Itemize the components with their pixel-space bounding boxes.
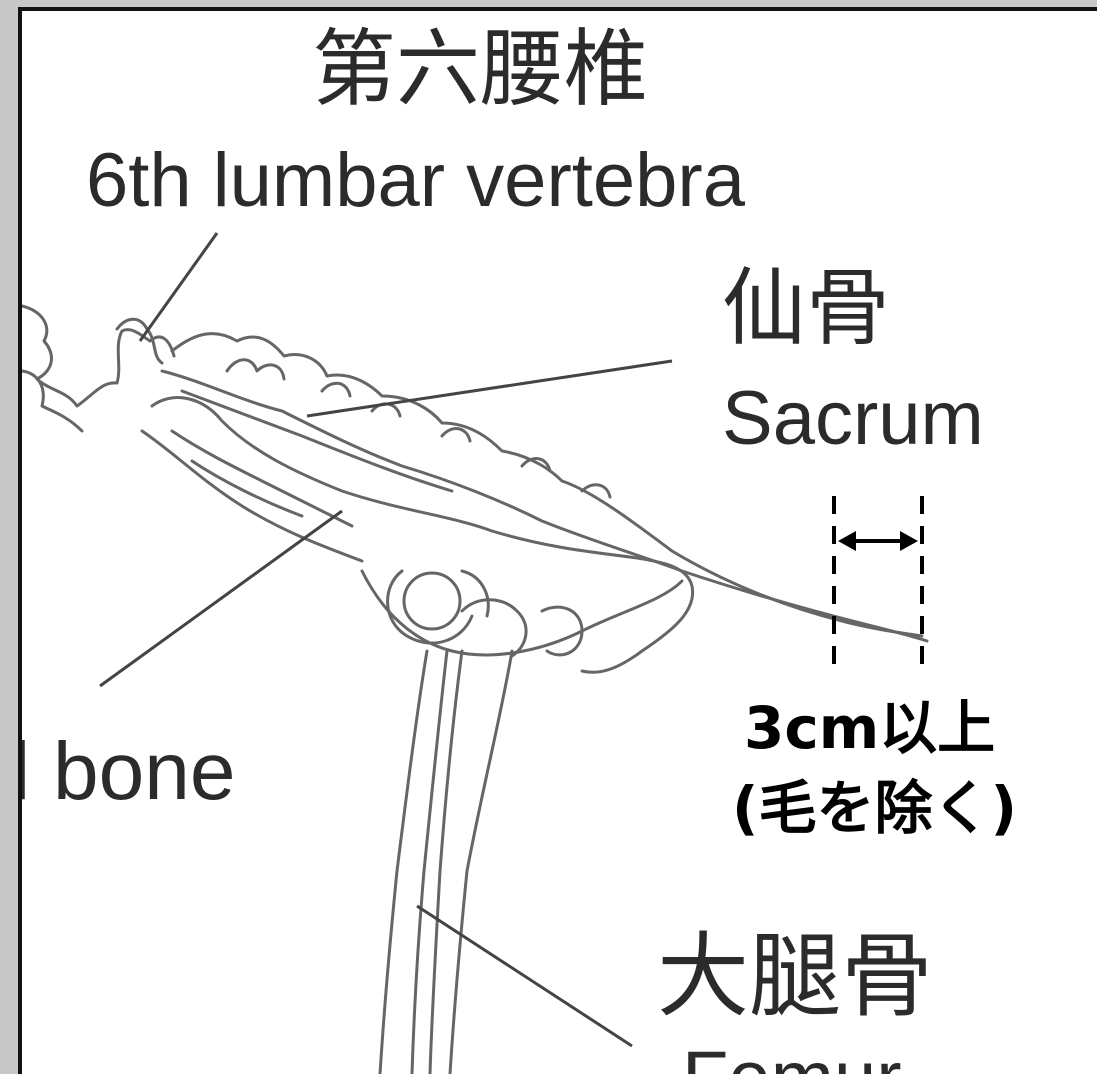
femur-leader-line xyxy=(417,906,632,1046)
femur-label-en: Femur xyxy=(682,1041,902,1074)
measure-arrow-left-head xyxy=(838,531,856,551)
lumbar-label-en: 6th lumbar vertebra xyxy=(86,143,745,219)
length-note-label: (毛を除く) xyxy=(732,779,1017,837)
femur-left-edge xyxy=(380,651,427,1074)
ilium-outline xyxy=(152,398,693,673)
diagram-panel: 第六腰椎 6th lumbar vertebra 仙骨 Sacrum l bon… xyxy=(18,7,1097,1074)
measure-arrow-right-head xyxy=(900,531,918,551)
femur-head xyxy=(462,600,526,656)
femur-inner-right xyxy=(430,651,462,1074)
sacrum-label-en: Sacrum xyxy=(722,381,984,457)
hip-socket xyxy=(404,573,460,629)
lumbar-vertebra-outline xyxy=(22,306,174,406)
lumbar-process xyxy=(117,319,162,363)
lumbar-leader-line xyxy=(140,233,217,341)
sacrum-leader-line xyxy=(307,361,672,416)
ilium-leader-line xyxy=(100,511,342,686)
femur-label-jp: 大腿骨 xyxy=(657,931,933,1023)
femur-right-edge xyxy=(450,651,512,1074)
ilium-label-en: l bone xyxy=(18,731,235,813)
length-value-label: 3cm以上 xyxy=(744,699,995,757)
lumbar-label-jp: 第六腰椎 xyxy=(312,27,648,111)
sacrum-label-jp: 仙骨 xyxy=(722,266,890,350)
sacrum-mid-line xyxy=(182,391,452,491)
